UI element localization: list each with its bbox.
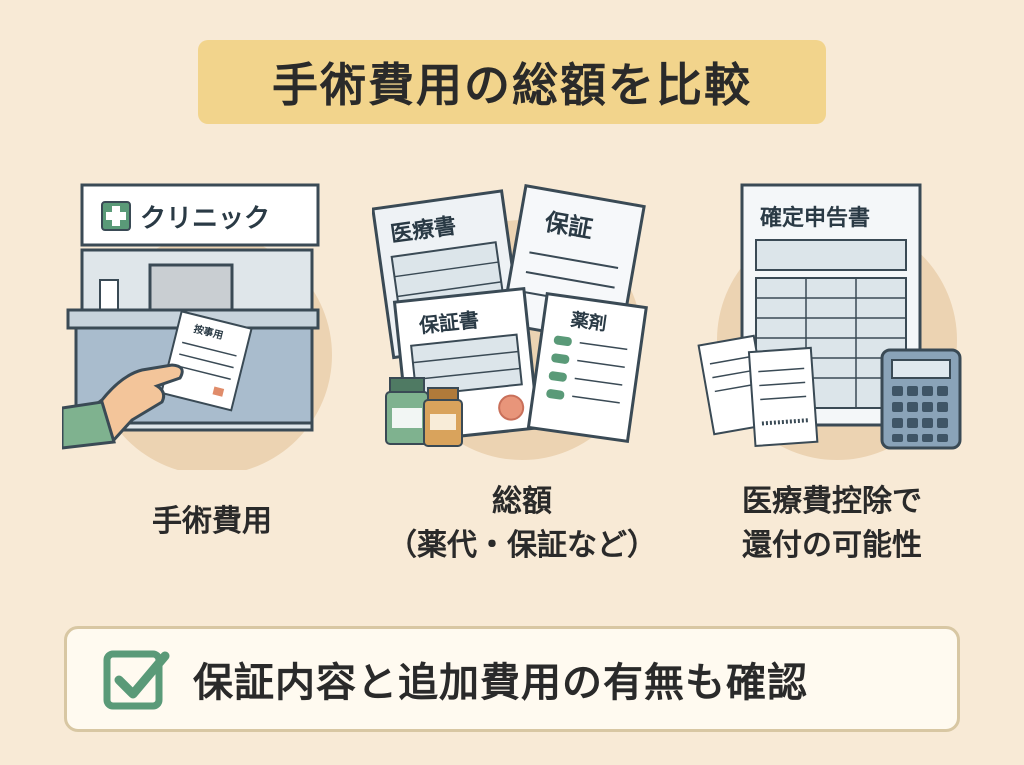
tax-return-illustration: 確定申告書 bbox=[697, 183, 962, 460]
receipt-icon: 按事用 bbox=[160, 310, 253, 412]
page-title: 手術費用の総額を比較 bbox=[272, 58, 752, 112]
tax-return-panel: 確定申告書 bbox=[682, 180, 982, 470]
bottom-note-box: 保証内容と追加費用の有無も確認 bbox=[64, 626, 960, 732]
medical-cross-icon bbox=[101, 201, 131, 231]
clinic-panel: クリニック 按事用 bbox=[62, 180, 362, 470]
caption-line: 還付の可能性 bbox=[742, 528, 922, 563]
doc-label: 確定申告書 bbox=[760, 205, 870, 231]
tax-deduction-caption: 医療費控除で 還付の可能性 bbox=[682, 480, 982, 568]
hand-icon bbox=[62, 363, 184, 450]
doc-label: 薬剤 bbox=[569, 308, 608, 335]
clinic-illustration: クリニック 按事用 bbox=[62, 183, 332, 470]
bottom-note-text: 保証内容と追加費用の有無も確認 bbox=[193, 660, 808, 706]
caption-line: 手術費用 bbox=[152, 504, 272, 539]
caption-line: 総額 bbox=[492, 484, 552, 519]
receipt-icon bbox=[697, 334, 819, 448]
calculator-icon bbox=[880, 348, 962, 450]
total-caption: 総額 （薬代・保証など） bbox=[372, 480, 672, 568]
medicine-doc: 薬剤 bbox=[526, 292, 648, 444]
clinic-sign-text: クリニック bbox=[140, 204, 270, 234]
medicine-bottle-icon bbox=[385, 377, 463, 447]
clinic-caption: 手術費用 bbox=[62, 500, 362, 544]
title-banner: 手術費用の総額を比較 bbox=[198, 40, 826, 124]
caption-line: （薬代・保証など） bbox=[387, 528, 657, 563]
caption-line: 医療費控除で bbox=[742, 484, 922, 519]
documents-panel: 医療書 保証 保証書 薬剤 bbox=[372, 180, 672, 470]
documents-illustration: 医療書 保証 保証書 薬剤 bbox=[372, 183, 648, 460]
checkbox-icon bbox=[103, 650, 170, 710]
